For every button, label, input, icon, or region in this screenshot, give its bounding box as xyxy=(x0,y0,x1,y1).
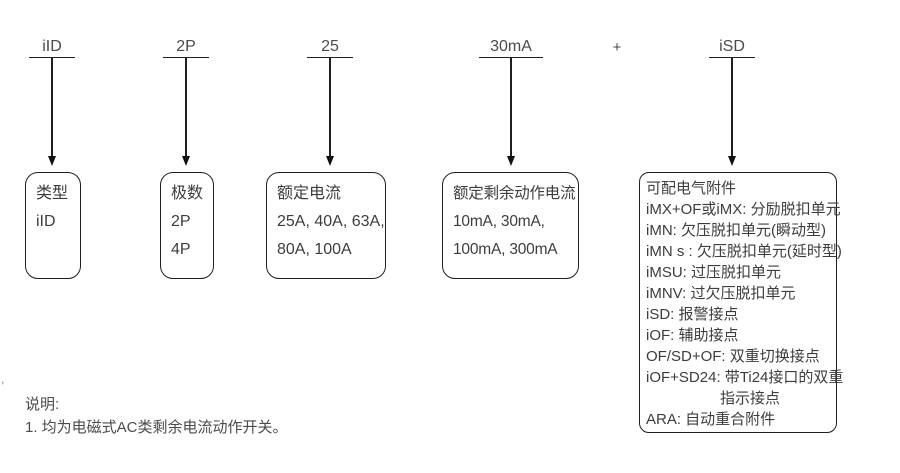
note-item: 1. 均为电磁式AC类剩余电流动作开关。 xyxy=(25,419,288,436)
box-line: 指示接点 xyxy=(720,390,781,407)
stray-mark: , xyxy=(1,372,5,386)
down-arrow-icon xyxy=(728,156,736,166)
code-segment-label: 25 xyxy=(307,36,353,58)
code-segment-type: iID xyxy=(29,36,75,166)
box-line: iOF: 辅助接点 xyxy=(646,327,739,344)
down-arrow-shaft xyxy=(510,58,512,157)
box-line: iMSU: 过压脱扣单元 xyxy=(646,264,782,281)
down-arrow-icon xyxy=(326,156,334,166)
box-line: iMN s : 欠压脱扣单元(延时型) xyxy=(646,243,842,260)
box-line: 2P xyxy=(171,213,191,230)
box-line: ARA: 自动重合附件 xyxy=(646,411,776,428)
box-line: 25A, 40A, 63A, xyxy=(277,213,385,230)
notes-heading: 说明: xyxy=(25,396,60,413)
box-line: iOF+SD24: 带Ti24接口的双重 xyxy=(646,369,844,386)
code-segment-label: 30mA xyxy=(479,36,543,58)
down-arrow-shaft xyxy=(329,58,331,157)
rated-current-box: 额定电流 25A, 40A, 63A, 80A, 100A xyxy=(266,172,386,279)
down-arrow-shaft xyxy=(731,58,733,157)
box-line: iMN: 欠压脱扣单元(瞬动型) xyxy=(646,222,826,239)
box-line: iMX+OF或iMX: 分励脱扣单元 xyxy=(646,201,841,218)
box-line: 100mA, 300mA xyxy=(453,241,558,258)
down-arrow-shaft xyxy=(51,58,53,157)
plus-sign: + xyxy=(612,39,622,56)
code-segment-label: iSD xyxy=(709,36,755,58)
down-arrow-icon xyxy=(507,156,515,166)
code-segment-residual-current: 30mA xyxy=(479,36,543,166)
down-arrow-icon xyxy=(48,156,56,166)
down-arrow-icon xyxy=(182,156,190,166)
code-segment-rated-current: 25 xyxy=(307,36,353,166)
residual-current-box: 额定剩余动作电流 10mA, 30mA, 100mA, 300mA xyxy=(442,172,579,279)
box-line: 80A, 100A xyxy=(277,241,352,258)
box-title: 额定电流 xyxy=(277,185,342,202)
code-segment-label: 2P xyxy=(163,36,209,58)
box-line: iID xyxy=(36,213,56,230)
poles-box: 极数 2P 4P xyxy=(160,172,214,279)
accessories-box: 可配电气附件 iMX+OF或iMX: 分励脱扣单元 iMN: 欠压脱扣单元(瞬动… xyxy=(639,172,844,433)
box-line: 10mA, 30mA, xyxy=(453,213,545,230)
box-line: 4P xyxy=(171,241,191,258)
box-title: 可配电气附件 xyxy=(646,180,737,197)
code-segment-poles: 2P xyxy=(163,36,209,166)
down-arrow-shaft xyxy=(185,58,187,157)
notes: 说明: 1. 均为电磁式AC类剩余电流动作开关。 xyxy=(25,393,288,439)
box-line: iMNV: 过欠压脱扣单元 xyxy=(646,285,796,302)
box-title: 额定剩余动作电流 xyxy=(453,185,576,202)
box-title: 极数 xyxy=(171,185,204,202)
box-line: iSD: 报警接点 xyxy=(646,306,739,323)
code-segment-label: iID xyxy=(29,36,75,58)
box-title: 类型 xyxy=(36,185,69,202)
type-box: 类型 iID xyxy=(25,172,81,279)
box-line: OF/SD+OF: 双重切换接点 xyxy=(646,348,820,365)
code-segment-accessory: iSD xyxy=(709,36,755,166)
